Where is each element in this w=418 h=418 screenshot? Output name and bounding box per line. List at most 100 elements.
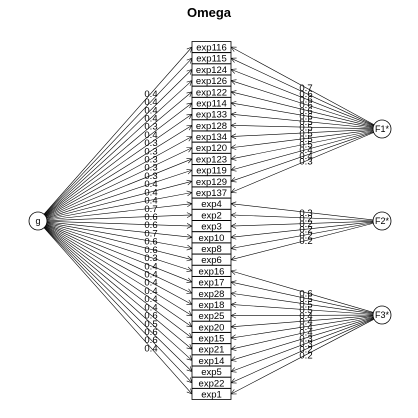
item-label: exp1 (201, 390, 222, 401)
arrowhead (187, 192, 193, 197)
group-factor-node: F1* (372, 119, 392, 139)
arrowhead (186, 190, 193, 193)
arrowhead (230, 113, 236, 118)
item-label: exp10 (199, 233, 225, 244)
g-loading-edge (46, 222, 193, 260)
arrowhead (189, 114, 193, 120)
item-label: exp124 (196, 65, 227, 76)
arrowhead (230, 133, 237, 137)
g-loading-label: 0.4 (144, 278, 157, 289)
f-loading-edge (230, 57, 374, 126)
arrowhead (186, 270, 193, 273)
f-loading-label: 0.4 (299, 145, 312, 156)
g-loading-edge (45, 147, 193, 218)
arrowhead (188, 288, 193, 294)
item-box (191, 388, 232, 400)
f-loading-edge (230, 46, 375, 125)
arrowhead (188, 125, 193, 131)
g-loading-label: 0.6 (144, 335, 157, 346)
item-label: exp3 (201, 222, 222, 233)
general-factor-circle (28, 211, 48, 231)
arrowhead (230, 111, 237, 115)
f-loading-label: 0.5 (299, 305, 312, 316)
arrowhead (186, 214, 193, 218)
f-loading-edge (230, 113, 374, 129)
f-loading-label: 0.5 (299, 123, 312, 134)
arrowhead (186, 179, 193, 182)
general-factor-label: g (35, 216, 40, 226)
arrowhead (186, 347, 193, 350)
arrowhead (230, 337, 237, 341)
g-loading-edge (45, 113, 193, 217)
g-loading-edge (43, 46, 193, 215)
item-label: exp16 (199, 266, 225, 277)
f-loading-edge (230, 203, 374, 221)
item-label: exp2 (201, 210, 222, 221)
f-loading-edge (230, 270, 374, 313)
group-factor-circle (372, 119, 392, 139)
g-loading-label: 0.6 (144, 220, 157, 231)
item-label: exp114 (196, 98, 226, 109)
g-loading-edge (46, 222, 193, 249)
arrowhead (187, 255, 193, 260)
arrowhead (186, 325, 193, 328)
arrowhead (230, 155, 236, 160)
arrowhead (230, 181, 237, 183)
diagram-title: Omega (187, 5, 232, 20)
g-loading-label: 0.3 (144, 155, 157, 166)
arrowhead (189, 321, 193, 327)
item-label: exp126 (196, 76, 227, 87)
f-loading-label: 0.3 (299, 339, 312, 350)
g-loading-edge (46, 192, 193, 220)
f-loading-label: 0.7 (299, 83, 312, 94)
f-loading-edge (230, 131, 374, 171)
arrowhead (186, 259, 193, 262)
f-loading-edge (230, 222, 374, 249)
item-label: exp25 (199, 311, 225, 322)
f-loading-label: 0.5 (299, 294, 312, 305)
g-loading-edge (44, 226, 193, 339)
arrowhead (230, 356, 236, 361)
f-loading-edge (230, 125, 374, 130)
group-factor-node: F2* (372, 211, 392, 231)
arrowhead (230, 91, 236, 96)
arrowhead (186, 102, 193, 105)
arrowhead (186, 46, 193, 50)
g-loading-edge (46, 220, 193, 227)
arrowhead (230, 259, 237, 262)
group-factor-circle (372, 211, 392, 231)
arrowhead (186, 113, 193, 116)
item-label: exp134 (196, 132, 227, 143)
arrowhead (230, 371, 237, 373)
f-loading-edge (230, 281, 374, 314)
arrowhead (230, 147, 237, 150)
g-loading-edge (45, 225, 193, 305)
item-boxes: exp116exp115exp124exp126exp122exp114exp1… (191, 41, 232, 401)
arrowhead (230, 188, 235, 193)
g-loading-label: 0.4 (144, 302, 157, 313)
g-loading-edge (44, 227, 193, 372)
f-loading-label: 0.2 (299, 350, 312, 361)
arrowhead (230, 101, 237, 104)
arrowhead (230, 125, 237, 129)
g-loading-edge (45, 225, 193, 316)
g-loading-label: 0.4 (144, 270, 157, 281)
f-loading-label: 0.2 (299, 219, 312, 230)
arrowhead (230, 237, 237, 240)
g-loading-label: 0.4 (144, 294, 157, 305)
f-loading-label: 0.4 (299, 311, 312, 322)
f-loading-label: 0.6 (299, 89, 312, 100)
item-label: exp122 (196, 87, 227, 98)
arrowhead (186, 248, 193, 251)
arrowhead (230, 201, 237, 204)
g-loading-edge (44, 226, 193, 361)
arrowhead (186, 57, 193, 61)
arrowhead (188, 136, 193, 142)
f-loading-label: 0.3 (299, 333, 312, 344)
arrowhead (187, 203, 193, 208)
arrowhead (230, 136, 237, 140)
f-loading-edge (230, 292, 374, 315)
g-loading-label: 0.7 (144, 228, 157, 239)
g-loading-edge (44, 80, 193, 216)
item-label: exp22 (199, 378, 225, 389)
